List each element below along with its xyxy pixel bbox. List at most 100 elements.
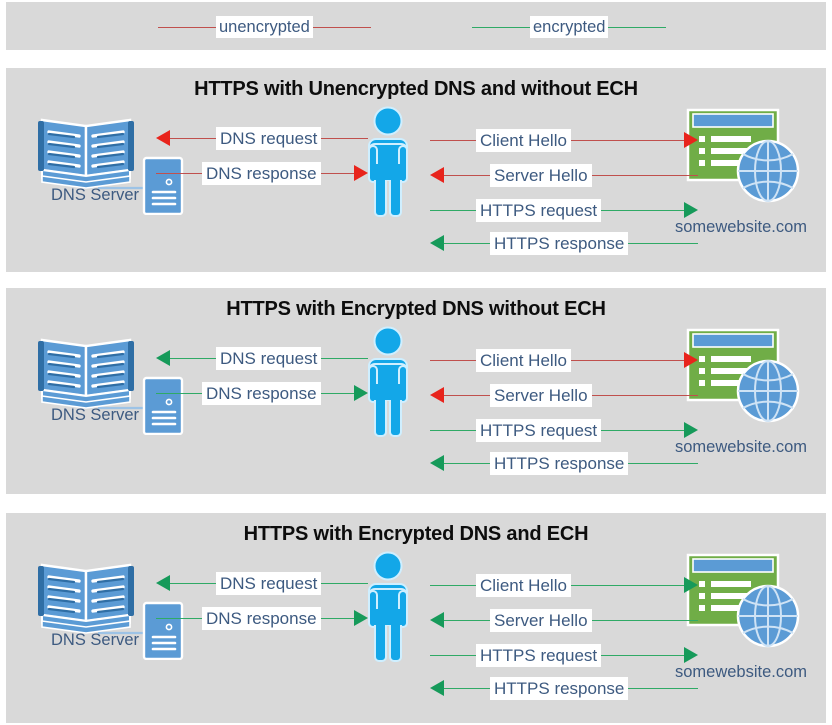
flow-label: HTTPS response (490, 231, 629, 255)
https-flow-client-hello: Client Hello (430, 573, 698, 597)
flow-line (591, 394, 698, 396)
flow-line (156, 617, 202, 619)
dns-server-glyph (38, 563, 184, 661)
flow-label: HTTPS response (490, 676, 629, 700)
https-flow-https-request: HTTPS request (430, 643, 698, 667)
website-icon (686, 553, 804, 651)
arrow-head-left-icon (430, 455, 444, 471)
arrow-head-right-icon (684, 352, 698, 368)
arrow-head-left-icon (430, 612, 444, 628)
website-label: somewebsite.com (674, 663, 808, 681)
flow-line (570, 359, 684, 361)
https-flow-https-request: HTTPS request (430, 418, 698, 442)
flow-line (570, 584, 684, 586)
https-flow-https-response: HTTPS response (430, 451, 698, 475)
dns-server-icon (36, 555, 196, 661)
legend-line-left-unencrypted (158, 26, 216, 28)
dns-server-label: DNS Server (50, 631, 140, 649)
https-flow-client-hello: Client Hello (430, 128, 698, 152)
dns-server-glyph (38, 118, 184, 216)
person-glyph (368, 106, 408, 217)
flow-line (628, 242, 698, 244)
legend-item-unencrypted: unencrypted (158, 16, 371, 38)
arrow-head-left-icon (156, 350, 170, 366)
legend-panel: unencrypted encrypted (6, 2, 826, 50)
https-flow-https-response: HTTPS response (430, 231, 698, 255)
arrow-head-left-icon (430, 235, 444, 251)
panel-title: HTTPS with Encrypted DNS without ECH (226, 298, 606, 320)
website-icon (686, 108, 804, 206)
flow-line (591, 174, 698, 176)
panel-unencrypted-dns-no-ech: HTTPS with Unencrypted DNS and without E… (6, 68, 826, 272)
arrow-head-left-icon (156, 130, 170, 146)
arrow-head-right-icon (684, 577, 698, 593)
flow-label: Server Hello (490, 163, 592, 187)
website-glyph (686, 328, 800, 423)
flow-label: DNS response (202, 381, 321, 405)
flow-line (321, 357, 368, 359)
flow-line (601, 429, 684, 431)
arrow-head-right-icon (354, 165, 368, 181)
flow-line (601, 209, 684, 211)
legend-label-encrypted: encrypted (530, 16, 609, 38)
person-glyph (368, 326, 408, 437)
website-glyph (686, 108, 800, 203)
flow-line (570, 139, 684, 141)
dns-server-glyph (38, 338, 184, 436)
https-flow-server-hello: Server Hello (430, 163, 698, 187)
website-label: somewebsite.com (674, 218, 808, 236)
flow-label: DNS request (216, 346, 322, 370)
person-icon (358, 106, 418, 218)
dns-server-icon (36, 330, 196, 436)
flow-label: HTTPS request (476, 198, 602, 222)
https-flow-client-hello: Client Hello (430, 348, 698, 372)
dns-flow-dns-request: DNS request (156, 346, 368, 370)
flow-line (444, 174, 490, 176)
flow-label: Client Hello (476, 348, 571, 372)
flow-line (430, 429, 476, 431)
flow-label: Client Hello (476, 573, 571, 597)
dns-flow-dns-request: DNS request (156, 571, 368, 595)
flow-line (430, 359, 476, 361)
dns-flow-dns-response: DNS response (156, 606, 368, 630)
dns-flow-dns-response: DNS response (156, 161, 368, 185)
flow-label: Server Hello (490, 608, 592, 632)
flow-line (430, 139, 476, 141)
flow-label: HTTPS response (490, 451, 629, 475)
person-glyph (368, 551, 408, 662)
arrow-head-left-icon (156, 575, 170, 591)
flow-line (430, 209, 476, 211)
arrow-head-left-icon (430, 680, 444, 696)
legend-line-right-unencrypted (312, 26, 371, 28)
flow-line (170, 357, 216, 359)
legend-line-right-encrypted (608, 26, 667, 28)
dns-server-label: DNS Server (50, 406, 140, 424)
flow-line (321, 137, 368, 139)
flow-line (444, 242, 490, 244)
flow-label: DNS request (216, 571, 322, 595)
dns-flow-dns-response: DNS response (156, 381, 368, 405)
flow-line (320, 392, 354, 394)
dns-server-icon (36, 110, 196, 216)
dns-flow-dns-request: DNS request (156, 126, 368, 150)
arrow-head-left-icon (430, 167, 444, 183)
arrow-head-right-icon (354, 610, 368, 626)
panel-encrypted-dns-and-ech: HTTPS with Encrypted DNS and ECH (6, 513, 826, 723)
flow-line (444, 687, 490, 689)
website-label: somewebsite.com (674, 438, 808, 456)
flow-line (156, 392, 202, 394)
https-flow-server-hello: Server Hello (430, 383, 698, 407)
flow-line (320, 172, 354, 174)
arrow-head-right-icon (684, 202, 698, 218)
arrow-head-left-icon (430, 387, 444, 403)
legend-label-unencrypted: unencrypted (216, 16, 313, 38)
website-glyph (686, 553, 800, 648)
flow-label: DNS response (202, 161, 321, 185)
flow-label: DNS request (216, 126, 322, 150)
dns-server-label: DNS Server (50, 186, 140, 204)
https-flow-server-hello: Server Hello (430, 608, 698, 632)
flow-line (430, 584, 476, 586)
arrow-head-right-icon (684, 647, 698, 663)
https-flow-https-response: HTTPS response (430, 676, 698, 700)
flow-line (321, 582, 368, 584)
